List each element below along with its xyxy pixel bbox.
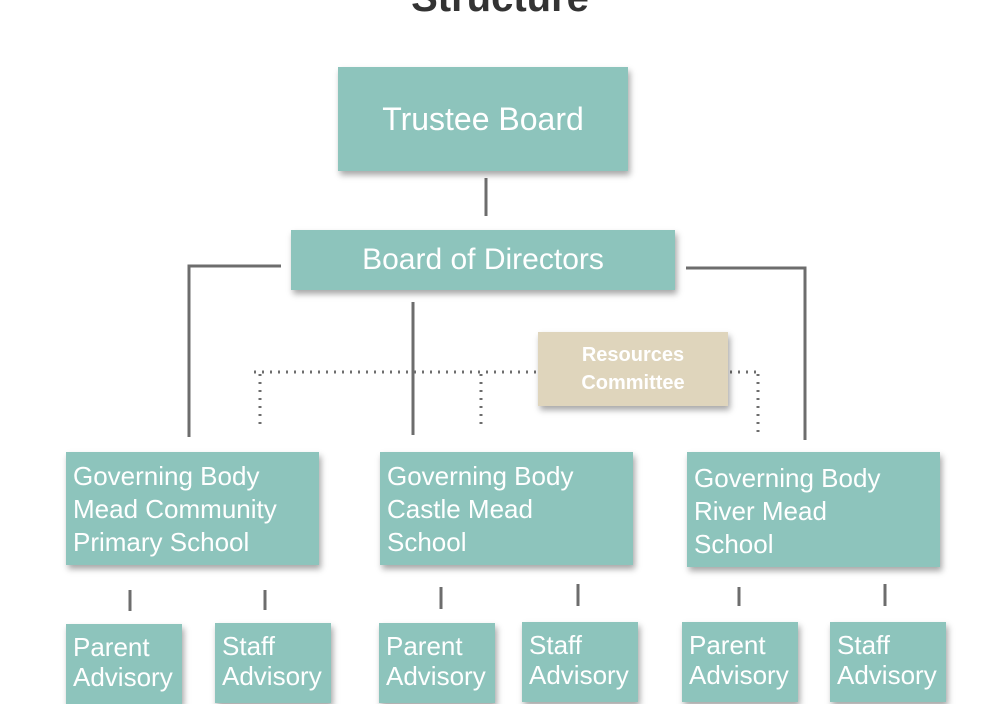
gov3-line-3: School [694,529,774,559]
sub3-line-1: Parent [386,631,463,661]
gov3-line-1: Governing Body [694,463,881,493]
governing-body-mead-community-box: Governing Body Mead Community Primary Sc… [66,452,319,565]
gov1-line-3: Primary School [73,527,250,557]
resources-committee-label-line-1: Resources [581,344,685,366]
sub1-line-1: Parent [73,632,150,662]
diagram-title: Structure [0,0,1000,18]
parent-advisory-box-3: Parent Advisory [682,622,798,702]
sub3-line-2: Advisory [386,661,486,691]
gov2-line-1: Governing Body [387,461,574,491]
staff-advisory-box-1: Staff Advisory [215,623,331,703]
parent-advisory-box-2: Parent Advisory [379,623,495,703]
gov1-line-1: Governing Body [73,461,260,491]
governing-body-river-mead-box: Governing Body River Mead School [687,452,940,567]
staff-advisory-box-2: Staff Advisory [522,622,638,702]
sub4-line-2: Advisory [529,660,629,690]
sub5-line-2: Advisory [689,660,789,690]
staff-advisory-box-3: Staff Advisory [830,622,946,702]
sub5-line-1: Parent [689,630,766,660]
gov3-line-2: River Mead [694,496,827,526]
sub6-line-1: Staff [837,630,891,660]
trustee-board-label: Trustee Board [382,100,584,137]
sub6-line-2: Advisory [837,660,937,690]
resources-committee-label-line-2: Committee [581,372,685,394]
directors-to-gov1-line [187,264,281,437]
gov2-line-3: School [387,527,467,557]
governing-body-castle-mead-box: Governing Body Castle Mead School [380,452,633,565]
gov2-line-2: Castle Mead [387,494,533,524]
resources-committee-box: Resources Committee [538,332,728,406]
sub2-line-1: Staff [222,631,276,661]
directors-to-gov3-line [686,266,807,440]
sub4-line-1: Staff [529,630,583,660]
sub1-line-2: Advisory [73,662,173,692]
connector-lines [128,178,887,611]
gov1-line-2: Mead Community [73,494,277,524]
sub2-line-2: Advisory [222,661,322,691]
trustee-board-box: Trustee Board [338,67,628,171]
board-of-directors-label: Board of Directors [362,243,604,276]
parent-advisory-box-1: Parent Advisory [66,624,182,704]
board-of-directors-box: Board of Directors [291,230,675,290]
